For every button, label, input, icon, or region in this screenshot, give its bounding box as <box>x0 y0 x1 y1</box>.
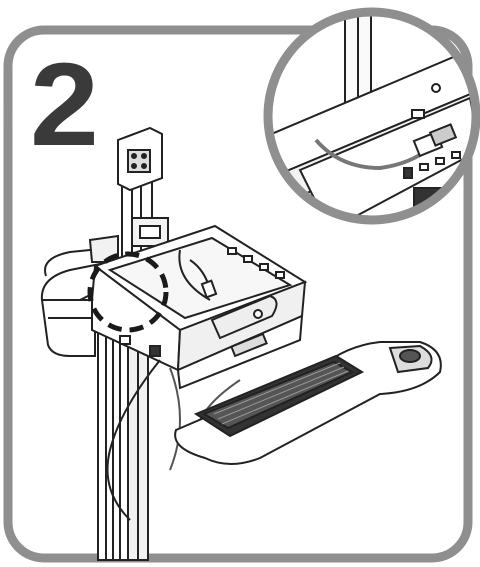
frame-border <box>3 25 473 563</box>
storage-bin <box>40 234 119 357</box>
callout-circle <box>87 251 169 333</box>
monitor-mount <box>117 126 169 247</box>
tray <box>91 224 308 390</box>
keyboard <box>193 354 365 438</box>
mouse-tray <box>174 341 442 465</box>
zoom-inset <box>263 7 480 225</box>
usb-cable <box>178 249 218 301</box>
step-number: 2 <box>30 39 99 171</box>
inset-border <box>263 7 480 225</box>
